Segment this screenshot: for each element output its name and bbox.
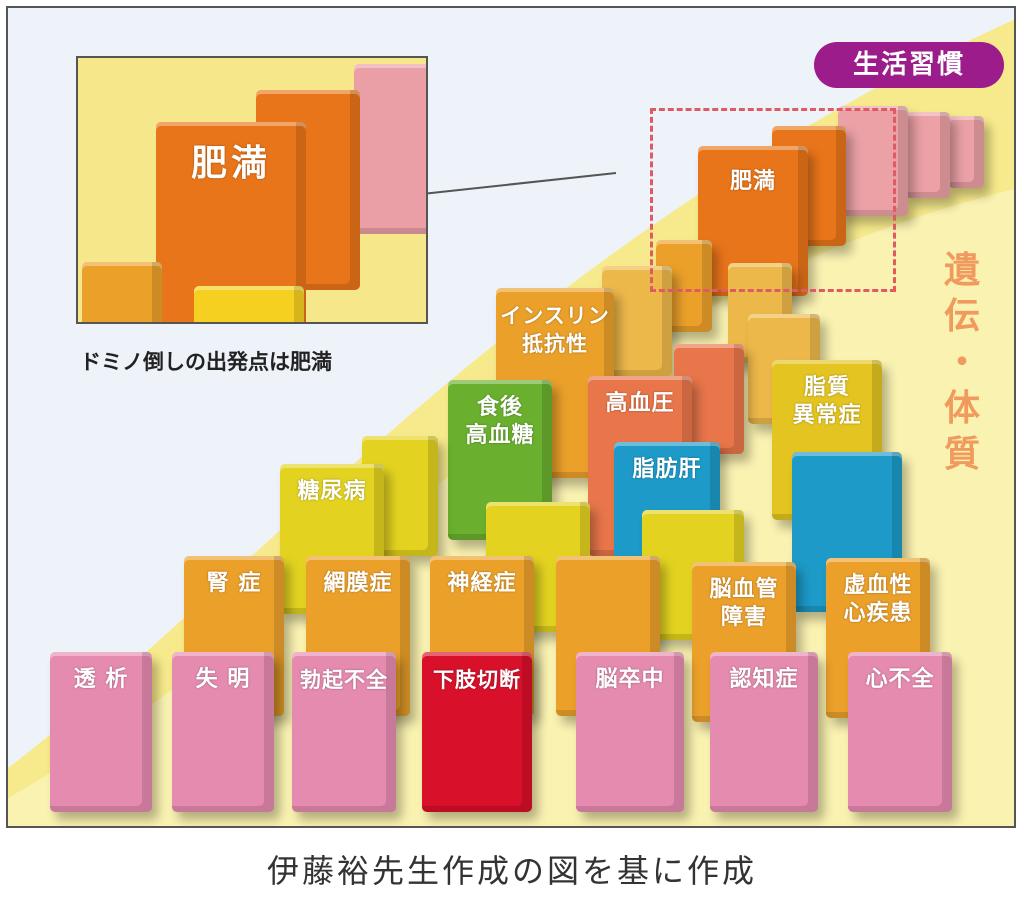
block-ed: 勃起不全 [292, 652, 396, 812]
block-distant-2 [904, 112, 950, 198]
diagram-frame: 肥満 インスリン 抵抗性 高血圧 脂質 異常症 食後 高血糖 脂肪肝 糖尿病 [6, 6, 1016, 828]
block-dialysis-label: 透 析 [73, 667, 129, 692]
heredity-char-3: ・ [943, 342, 980, 383]
block-dementia-label: 認知症 [729, 667, 799, 692]
zoom-connector-line [421, 172, 617, 195]
lifestyle-badge: 生活習慣 [814, 42, 1004, 88]
block-insulin-label: インスリン 抵抗性 [500, 304, 610, 356]
obesity-highlight-box [650, 108, 896, 292]
heredity-char-1: 遺 [943, 250, 980, 291]
block-retinopathy-label: 網膜症 [323, 571, 393, 596]
block-ischemic-heart-label: 虚血性 心疾患 [843, 573, 913, 626]
block-amputation-label: 下肢切断 [433, 668, 521, 692]
source-credit: 伊藤裕先生作成の図を基に作成 [266, 852, 757, 890]
inset-caption: ドミノ倒しの出発点は肥満 [80, 350, 332, 374]
block-dyslipidemia-label: 脂質 異常症 [792, 375, 862, 428]
block-cerebrovascular-label: 脳血管 障害 [709, 577, 779, 630]
block-dialysis: 透 析 [50, 652, 152, 812]
block-fatty-liver-label: 脂肪肝 [632, 457, 702, 482]
block-heart-failure: 心不全 [848, 652, 952, 812]
block-ed-label: 勃起不全 [300, 668, 388, 692]
block-distant-1 [948, 116, 984, 188]
block-heart-failure-label: 心不全 [865, 667, 935, 692]
block-stroke-label: 脳卒中 [595, 667, 665, 692]
block-postprandial-label: 食後 高血糖 [465, 395, 535, 448]
heredity-char-2: 伝 [943, 296, 980, 337]
block-hypertension-label: 高血圧 [605, 391, 675, 416]
block-diabetes-label: 糖尿病 [297, 479, 367, 504]
zoom-inset: 肥満 [76, 56, 428, 324]
block-amputation: 下肢切断 [422, 652, 532, 812]
block-stroke: 脳卒中 [576, 652, 684, 812]
block-dementia: 認知症 [710, 652, 818, 812]
block-distant-3 [838, 106, 908, 216]
inset-block-yellow [194, 286, 304, 322]
heredity-char-5: 質 [943, 434, 980, 475]
inset-block-amber [82, 262, 162, 322]
block-nephropathy-label: 腎 症 [206, 571, 262, 596]
heredity-char-4: 体 [943, 388, 980, 429]
inset-obesity-label: 肥満 [190, 143, 271, 184]
block-obesity-label: 肥満 [729, 169, 776, 194]
inset-block-pink [354, 64, 426, 234]
block-neuropathy-label: 神経症 [447, 571, 517, 596]
block-blindness-label: 失 明 [195, 667, 251, 692]
heredity-label: 遺 伝 ・ 体 質 [938, 248, 986, 478]
block-blindness: 失 明 [172, 652, 274, 812]
